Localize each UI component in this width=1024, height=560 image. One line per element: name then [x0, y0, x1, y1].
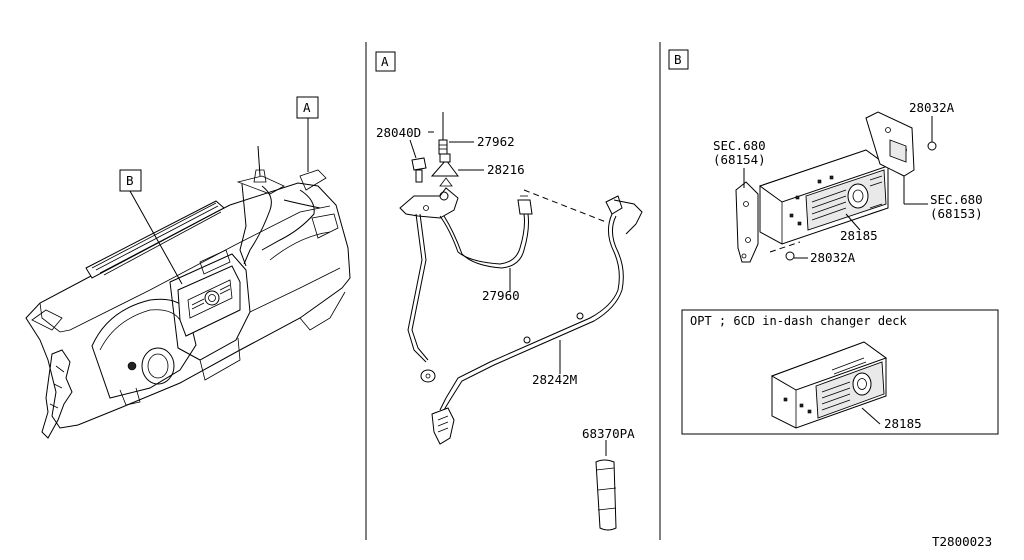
part-28032a-top-label: 28032A	[909, 100, 955, 115]
part-28040d-label: 28040D	[376, 125, 421, 140]
callout-a-label: A	[303, 100, 311, 115]
part-28185-label: 28185	[840, 228, 878, 243]
option-box-title: OPT ; 6CD in-dash changer deck	[690, 314, 908, 328]
diagram-id: T2800023	[932, 534, 992, 549]
sec680-right-ref: (68153)	[930, 206, 983, 221]
part-28216-label: 28216	[487, 162, 525, 177]
section-a-letter: A	[381, 54, 389, 69]
section-a: A 27962 28216 28040D 27960	[375, 51, 643, 531]
part-27960-label: 27960	[482, 288, 520, 303]
sec680-left-label: SEC.680	[713, 138, 766, 153]
sec680-left-ref: (68154)	[713, 152, 766, 167]
part-68370pa-label: 68370PA	[582, 426, 635, 441]
callout-b-label: B	[126, 173, 134, 188]
dashboard-overview: A B	[25, 96, 351, 439]
part-28032a-bottom-label: 28032A	[810, 250, 856, 265]
part-28242m-label: 28242M	[532, 372, 577, 387]
option-part-28185-label: 28185	[884, 416, 922, 431]
sec680-right-label: SEC.680	[930, 192, 983, 207]
section-b: B 28032A SEC.680 (68154)	[668, 49, 983, 265]
option-box: OPT ; 6CD in-dash changer deck 28185	[681, 309, 999, 435]
part-27962-label: 27962	[477, 134, 515, 149]
section-b-letter: B	[674, 52, 682, 67]
